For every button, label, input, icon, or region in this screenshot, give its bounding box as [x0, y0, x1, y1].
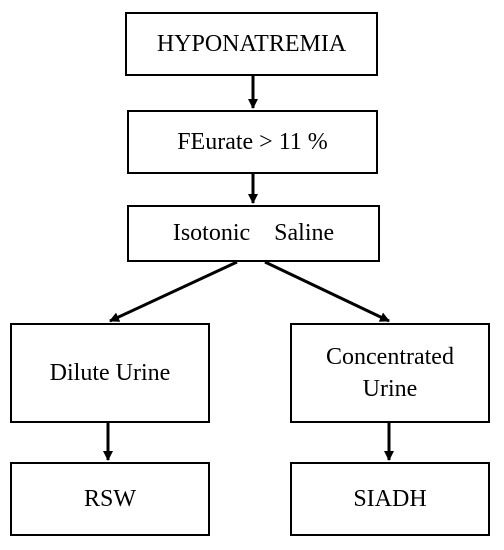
isotonic-saline-box: Isotonic Saline	[127, 205, 380, 262]
siadh-label: SIADH	[353, 485, 427, 512]
dilute-urine-label: Dilute Urine	[49, 359, 171, 386]
concentrated-urine-label: Concentrated Urine	[326, 343, 454, 402]
rsw-box: RSW	[10, 462, 210, 536]
hyponatremia-label: HYPONATREMIA	[156, 30, 347, 57]
arrow-saline-to-dilute	[109, 260, 238, 323]
feurate-box: FEurate > 11 %	[127, 110, 378, 174]
isotonic-saline-label: Isotonic Saline	[172, 220, 335, 247]
siadh-box: SIADH	[290, 462, 490, 536]
concentrated-urine-box: Concentrated Urine	[290, 323, 490, 423]
hyponatremia-box: HYPONATREMIA	[125, 12, 378, 76]
feurate-label: FEurate > 11 %	[177, 128, 328, 155]
arrow-saline-to-concentrated	[264, 260, 390, 323]
rsw-label: RSW	[83, 485, 136, 512]
dilute-urine-box: Dilute Urine	[10, 323, 210, 423]
